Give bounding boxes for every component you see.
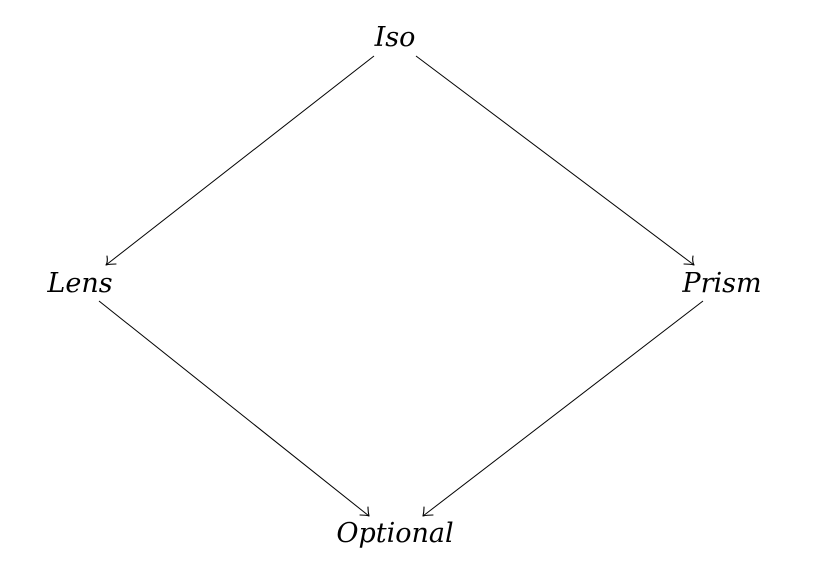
edge-lens-to-optional (98, 300, 370, 517)
arrowhead-icon (422, 506, 434, 517)
node-optional: Optional (336, 518, 453, 549)
edge-iso-to-lens (105, 55, 375, 266)
edge-iso-to-prism (415, 55, 695, 266)
arrowhead-icon (105, 255, 117, 266)
node-lens: Lens (46, 268, 112, 299)
node-prism: Prism (681, 268, 761, 299)
arrowhead-icon (683, 255, 695, 266)
node-iso: Iso (374, 22, 416, 53)
edge-prism-to-optional (422, 300, 704, 517)
arrowhead-icon (359, 506, 370, 517)
